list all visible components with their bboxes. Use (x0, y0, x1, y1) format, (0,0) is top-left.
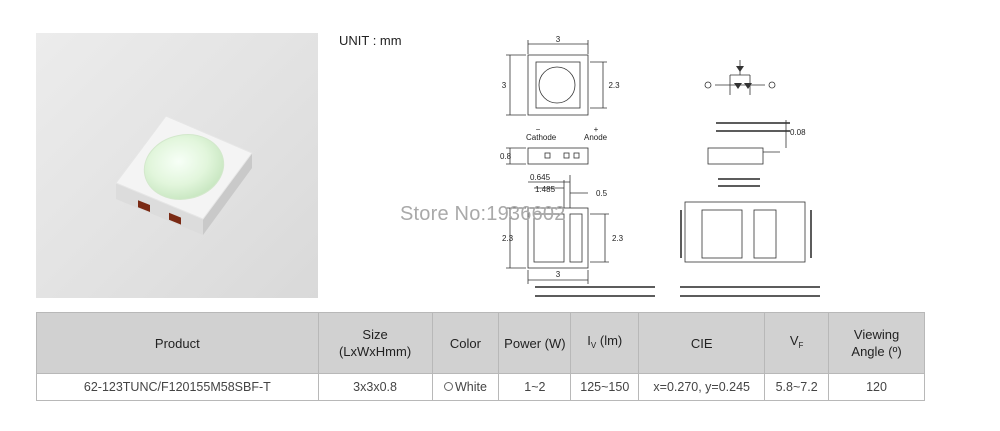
header-vf: VF (764, 312, 830, 374)
dim-bottom-width: 3 (556, 270, 561, 279)
circle-icon (443, 382, 453, 391)
header-product: Product (36, 312, 319, 374)
header-angle-line1: Viewing (853, 327, 900, 342)
led-chip-illustration (115, 115, 253, 235)
header-size: Size (LxWxHmm) (317, 312, 433, 374)
dotted-dimension-marks (535, 122, 820, 297)
header-iv: IV (lm) (570, 312, 640, 374)
header-color: Color (431, 312, 500, 374)
chip-side-right (203, 153, 252, 235)
anode-symbol: + (594, 125, 599, 134)
zener-diode-symbol (736, 66, 744, 72)
header-power: Power (W) (498, 312, 572, 374)
unit-label: UNIT : mm (339, 33, 402, 48)
dim-bottom-height-left: 2.3 (502, 234, 514, 243)
dim-pad-a: 0.645 (530, 173, 551, 182)
chip-side-front (116, 183, 203, 235)
anode-label: Anode (584, 133, 608, 142)
side-view-outline (527, 147, 589, 165)
header-viewing-angle: Viewing Angle (º) (828, 312, 925, 374)
header-iv-unit: (lm) (599, 333, 623, 348)
chip-pad-right (169, 212, 181, 225)
store-watermark: Store No:1936602 (400, 203, 566, 225)
cathode-symbol: − (536, 125, 541, 134)
dim-bottom-height-right: 2.3 (612, 234, 624, 243)
spec-table: Product Size (LxWxHmm) Color Power (W) I… (36, 312, 925, 401)
cathode-label: Cathode (526, 133, 557, 142)
header-size-line2: (LxWxHmm) (338, 344, 412, 359)
diode-symbol-2 (744, 83, 752, 89)
header-size-line1: Size (362, 327, 388, 342)
header-vf-sub: F (798, 341, 804, 350)
led-product-photo (36, 33, 318, 298)
cell-product: 62-123TUNC/F120155M58SBF-T (36, 373, 319, 401)
cell-color: White (431, 373, 500, 401)
cell-cie: x=0.270, y=0.245 (638, 373, 766, 401)
header-angle-line2: Angle (º) (851, 344, 902, 359)
cell-angle: 120 (828, 373, 925, 401)
header-vf-symbol: V (789, 333, 799, 348)
dim-circuit-side: 0.08 (790, 128, 806, 137)
dim-top-height-right: 2.3 (608, 81, 620, 90)
top-view-outline (527, 54, 589, 116)
cell-color-text: White (454, 380, 487, 394)
chip-pad-left (138, 200, 150, 213)
top-view-lens (538, 66, 576, 104)
cell-vf: 5.8~7.2 (764, 373, 830, 401)
cell-power: 1~2 (498, 373, 572, 401)
cell-iv: 125~150 (570, 373, 640, 401)
dimension-drawing: 3 3 2.3 − + Cathode Anode 0.8 0.645 1.48… (500, 35, 820, 297)
dim-top-height-left: 3 (502, 81, 507, 90)
bottom-view-outline (527, 207, 589, 269)
header-iv-sub: V (590, 341, 597, 350)
dim-pad-b: 1.485 (535, 185, 556, 194)
table-row: 62-123TUNC/F120155M58SBF-T 3x3x0.8 White… (36, 373, 925, 401)
cell-size: 3x3x0.8 (317, 373, 433, 401)
diode-symbol-1 (734, 83, 742, 89)
top-view-cavity (535, 61, 581, 109)
dim-pad-c: 0.5 (596, 189, 608, 198)
header-iv-symbol: I (587, 333, 591, 348)
spec-table-header-row: Product Size (LxWxHmm) Color Power (W) I… (36, 312, 925, 374)
header-cie: CIE (638, 312, 766, 374)
dim-side-height: 0.8 (500, 152, 512, 161)
dim-top-width: 3 (556, 35, 561, 44)
chip-lens (143, 134, 225, 200)
